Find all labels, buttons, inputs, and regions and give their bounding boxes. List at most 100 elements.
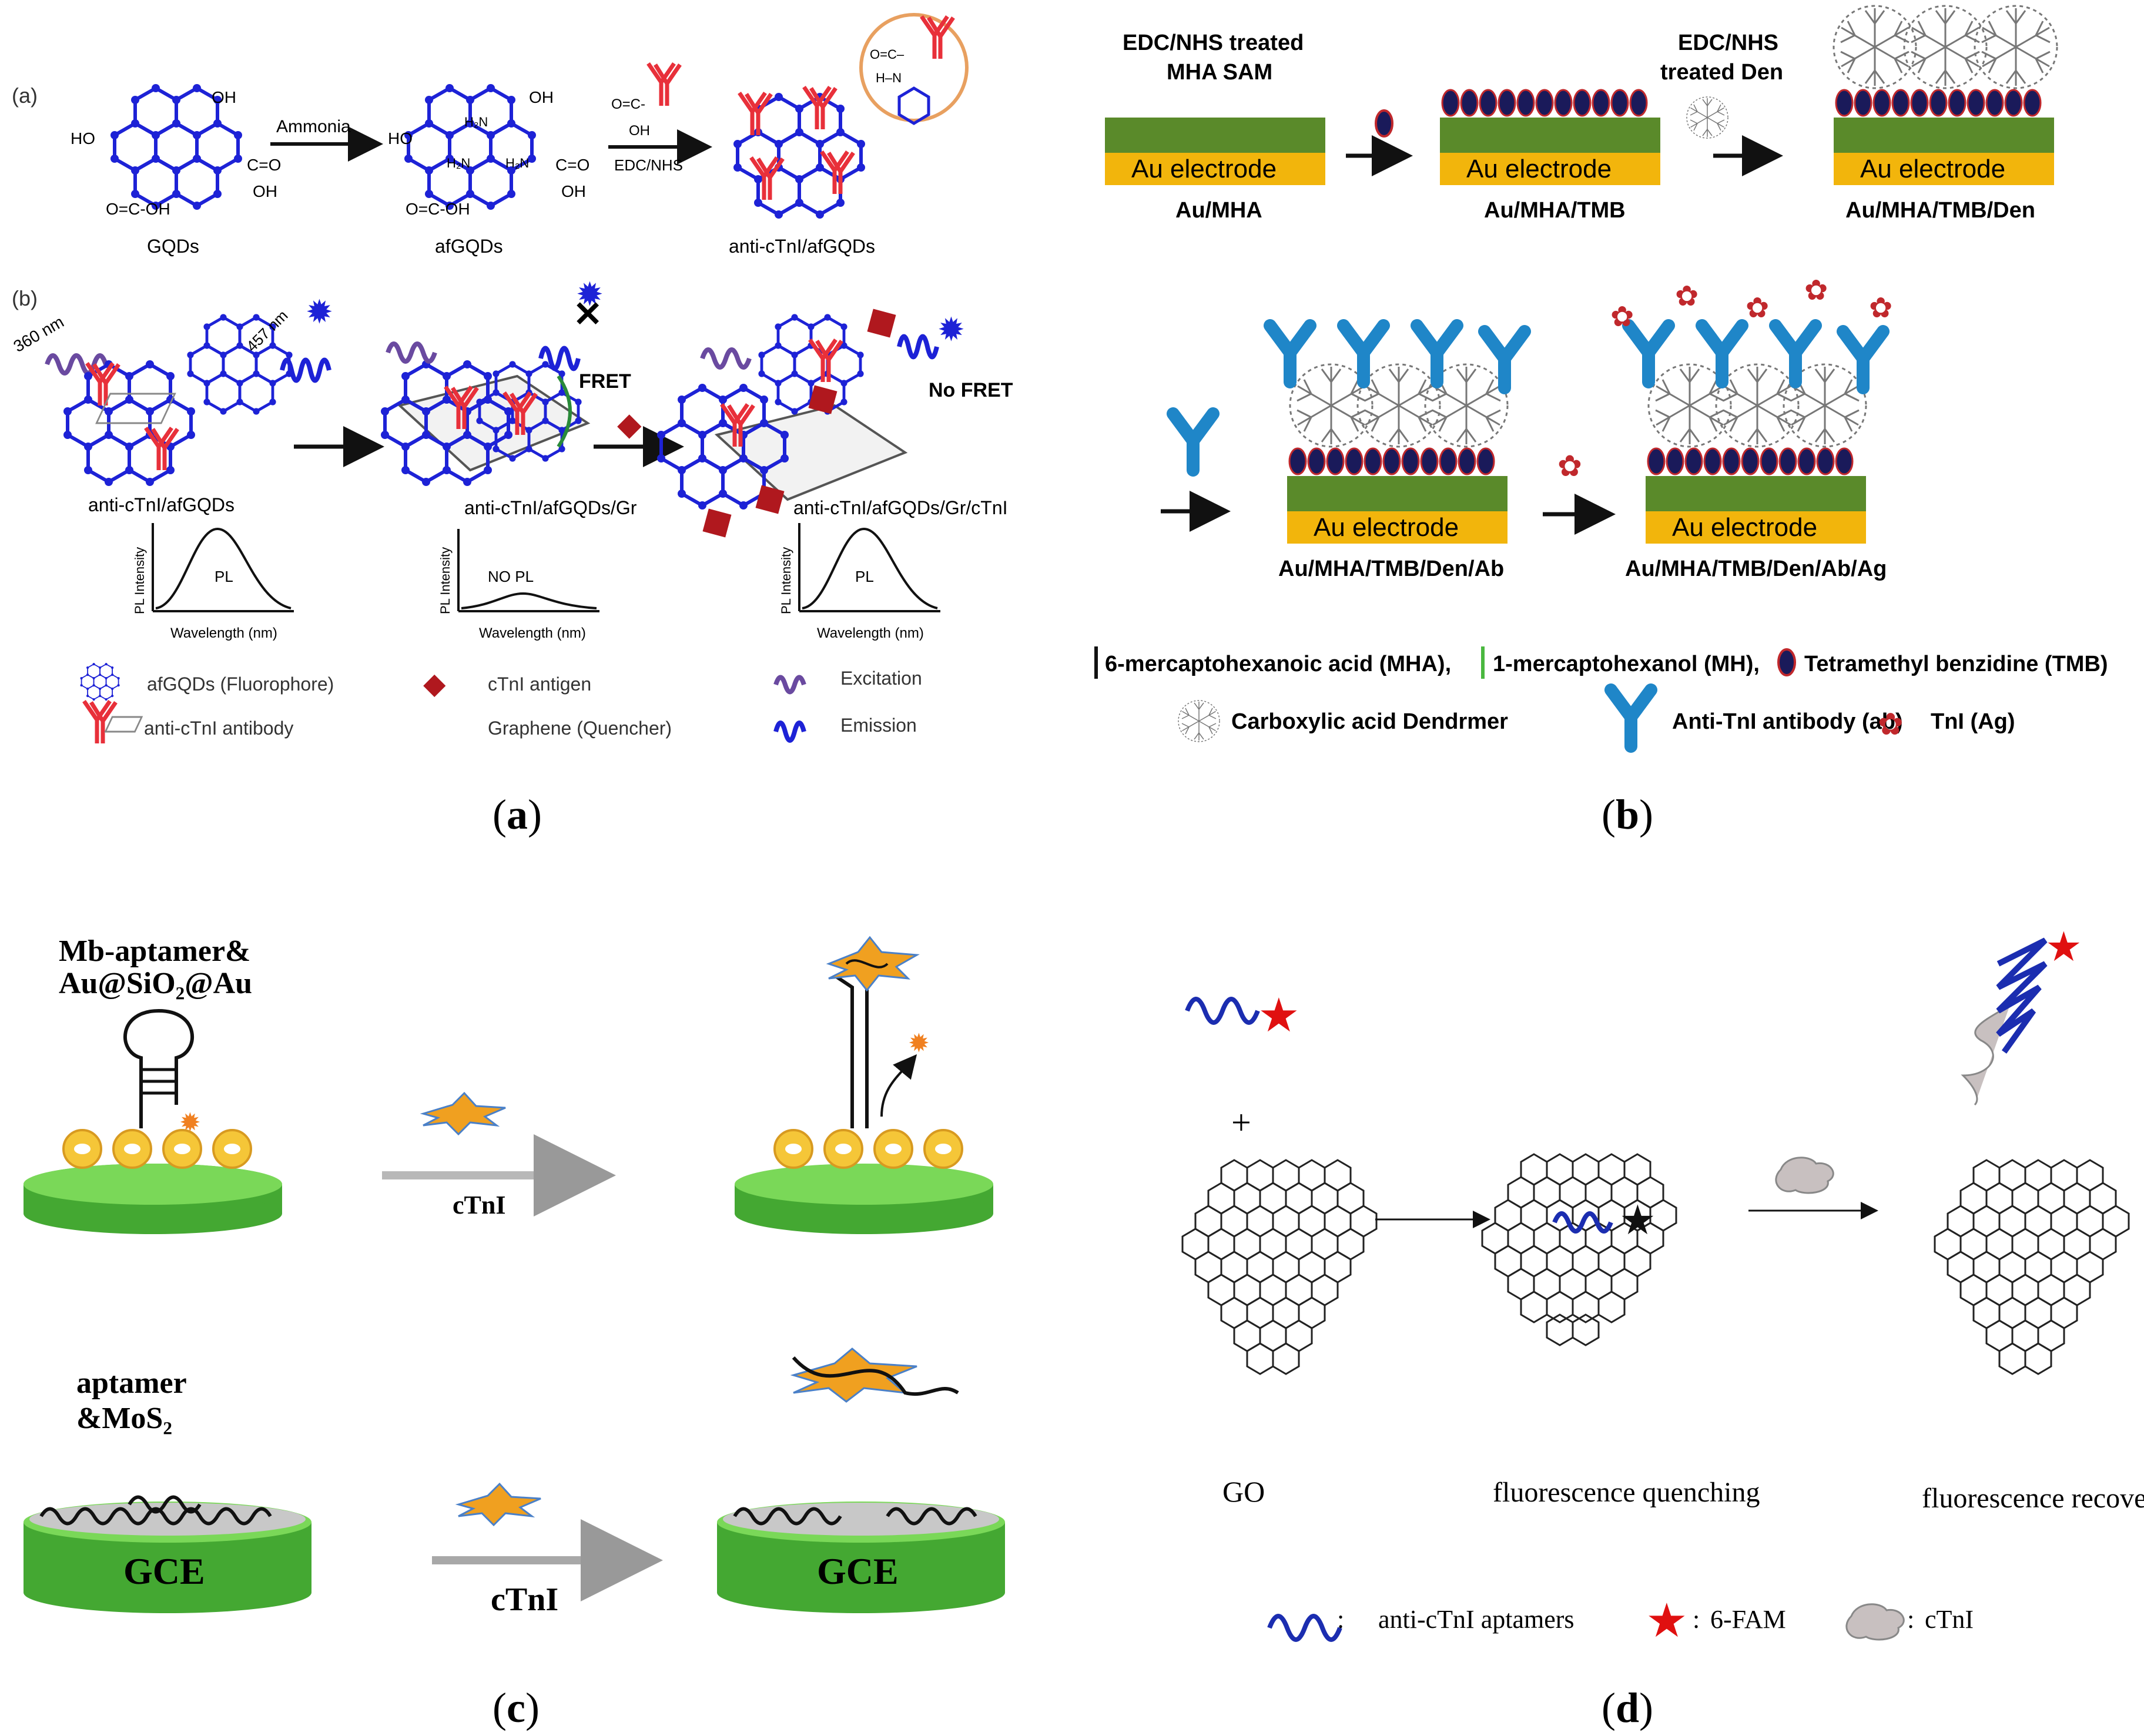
go-sheet-2: ★ xyxy=(1481,1153,1677,1346)
svg-text:Wavelength (nm): Wavelength (nm) xyxy=(479,625,586,641)
tmb-icon xyxy=(1375,109,1393,138)
nh2-label: H₂N xyxy=(464,115,488,129)
probe-label-1: anti-cTnI/afGQDs xyxy=(88,494,235,515)
oh-label: OH xyxy=(253,182,277,200)
svg-text:Graphene (Quencher): Graphene (Quencher) xyxy=(488,718,672,739)
panel-d: ★ + GO ★ fluorescen xyxy=(1181,925,2144,1647)
au-sio2-au-title: Au@SiO₂@Au xyxy=(59,967,252,1000)
probe-label-3: anti-cTnI/afGQDs/Gr/cTnI xyxy=(793,497,1008,518)
electrode-au-mha: Au electrode Au/MHA xyxy=(1105,118,1325,223)
panel-c: Mb-aptamer& Au@SiO₂@Au ✹ cTnI xyxy=(24,934,1005,1618)
svg-text:anti-cTnI aptamers: anti-cTnI aptamers xyxy=(1378,1605,1575,1634)
svg-text:Au electrode: Au electrode xyxy=(1131,155,1277,183)
svg-text:★: ★ xyxy=(1619,1198,1656,1244)
nh2-label: H₂N xyxy=(447,156,470,170)
go-sheet-3 xyxy=(1934,1159,2130,1375)
caption-a: (a) xyxy=(493,791,542,838)
pl-graph-3: PL PL Intensity Wavelength (nm) xyxy=(779,523,940,641)
mos2-title: &MoS₂ xyxy=(76,1402,172,1435)
dendrimer-icon xyxy=(1686,96,1728,139)
svg-text:cTnI antigen: cTnI antigen xyxy=(488,673,591,695)
panel-b-legend: 6-mercaptohexanoic acid (MHA), 1-mercapt… xyxy=(1094,646,2108,746)
svg-text:✿: ✿ xyxy=(1804,275,1828,306)
svg-text:Au electrode: Au electrode xyxy=(1314,513,1459,542)
graphene-probe: ✹ ✕ FRET xyxy=(381,276,631,486)
svg-text:PL Intensity: PL Intensity xyxy=(438,547,453,614)
graphene-antigen: ✹ No FRET xyxy=(657,309,1013,538)
gqds-label: GQDs xyxy=(147,236,199,257)
svg-text:✿: ✿ xyxy=(1675,281,1699,312)
caption-b: (b) xyxy=(1602,791,1653,838)
svg-text:PL Intensity: PL Intensity xyxy=(779,547,793,614)
svg-text:◆: ◆ xyxy=(423,667,446,700)
ctni-star-icon xyxy=(420,1091,506,1136)
ho-label: HO xyxy=(388,129,413,148)
ammonia-label: Ammonia xyxy=(276,117,351,136)
oh-label: OH xyxy=(629,123,650,139)
ctni-label: cTnI xyxy=(453,1191,505,1219)
antigen-icon: ◆ xyxy=(617,407,642,442)
gce-label: GCE xyxy=(123,1550,205,1592)
aptamer-icon xyxy=(1185,997,1260,1025)
graphene-sheet-icon xyxy=(95,393,176,424)
gce-label: GCE xyxy=(817,1550,899,1592)
cooh-reagent-label: O=C- xyxy=(611,96,645,112)
zoom-c-o: O=C– xyxy=(870,47,905,62)
svg-text:Anti-TnI antibody (ab): Anti-TnI antibody (ab) xyxy=(1672,709,1903,734)
platform-mb: ✹ xyxy=(24,1008,282,1234)
edc-mha-label-2: MHA SAM xyxy=(1167,60,1272,85)
ho-label: HO xyxy=(71,129,95,148)
svg-text:Carboxylic acid Dendrmer: Carboxylic acid Dendrmer xyxy=(1231,709,1508,734)
part-b-tag: (b) xyxy=(12,286,38,310)
svg-text:✹: ✹ xyxy=(908,1029,930,1058)
emission-star-icon: ✹ xyxy=(306,293,333,330)
svg-text:6-FAM: 6-FAM xyxy=(1710,1605,1786,1634)
emission-wave xyxy=(280,357,331,383)
svg-text:Tetramethyl benzidine (TMB): Tetramethyl benzidine (TMB) xyxy=(1804,652,2108,676)
afgqds-molecule: H₂N H₂N H₂N OH HO C=O OH O=C-OH afGQDs xyxy=(388,84,589,257)
pl-graph-1: PL PL Intensity Wavelength (nm) xyxy=(132,523,294,641)
zoom-bubble xyxy=(859,13,969,122)
pl-graph-2: NO PL PL Intensity Wavelength (nm) xyxy=(438,529,599,641)
platform-mb-bound: ✹ xyxy=(735,936,993,1234)
panel-captions: (a) (b) (c) (d) xyxy=(493,791,1653,1731)
aptamer-ctni-complex: ★ xyxy=(1961,925,2082,1106)
go-sheet-1 xyxy=(1181,1159,1378,1375)
zoom-h-n: H–N xyxy=(876,71,902,85)
edc-nhs-label: EDC/NHS xyxy=(614,156,683,174)
svg-text::: : xyxy=(1693,1605,1700,1634)
gce-electrode-1: GCE xyxy=(24,1495,311,1613)
caption-c: (c) xyxy=(493,1684,540,1731)
svg-text:cTnI: cTnI xyxy=(1925,1605,1974,1634)
oh-label: OH xyxy=(561,182,586,200)
plus-sign: + xyxy=(1231,1103,1251,1142)
svg-text:Emission: Emission xyxy=(840,715,917,736)
svg-text:★: ★ xyxy=(1646,1596,1688,1647)
ag-icon: ✿ xyxy=(1557,450,1582,482)
antibody-icon xyxy=(648,63,680,106)
anti-afgqds-label: anti-cTnI/afGQDs xyxy=(729,236,875,257)
probe-label-2: anti-cTnI/afGQDs/Gr xyxy=(464,497,637,518)
svg-text:TnI (Ag): TnI (Ag) xyxy=(1931,709,2015,734)
svg-text:Au/MHA: Au/MHA xyxy=(1175,198,1262,223)
svg-text:✹: ✹ xyxy=(179,1108,201,1137)
c-o-label: C=O xyxy=(555,156,589,174)
svg-text:PL: PL xyxy=(215,568,233,585)
oh-label: OH xyxy=(212,88,236,106)
svg-text:6-mercaptohexanoic acid (MHA),: 6-mercaptohexanoic acid (MHA), xyxy=(1105,652,1451,676)
svg-text:✹: ✹ xyxy=(937,311,965,348)
svg-text:PL: PL xyxy=(855,568,874,585)
nh2-label: H₂N xyxy=(505,156,529,170)
wl-360-label: 360 nm xyxy=(11,313,67,356)
svg-text:Au electrode: Au electrode xyxy=(1860,155,2005,183)
fret-label: FRET xyxy=(579,370,631,393)
quench-label: fluorescence quenching xyxy=(1493,1477,1760,1508)
cross-icon: ✕ xyxy=(573,294,602,334)
panel-d-legend: : anti-cTnI aptamers ★ : 6-FAM : cTnI xyxy=(1267,1596,1974,1647)
afgqds-label: afGQDs xyxy=(435,236,503,257)
fam-star-icon: ★ xyxy=(1258,990,1300,1042)
svg-text:NO PL: NO PL xyxy=(488,568,534,585)
svg-text:Au electrode: Au electrode xyxy=(1672,513,1817,542)
c-o-label: C=O xyxy=(247,156,281,174)
svg-text::: : xyxy=(1337,1605,1344,1634)
